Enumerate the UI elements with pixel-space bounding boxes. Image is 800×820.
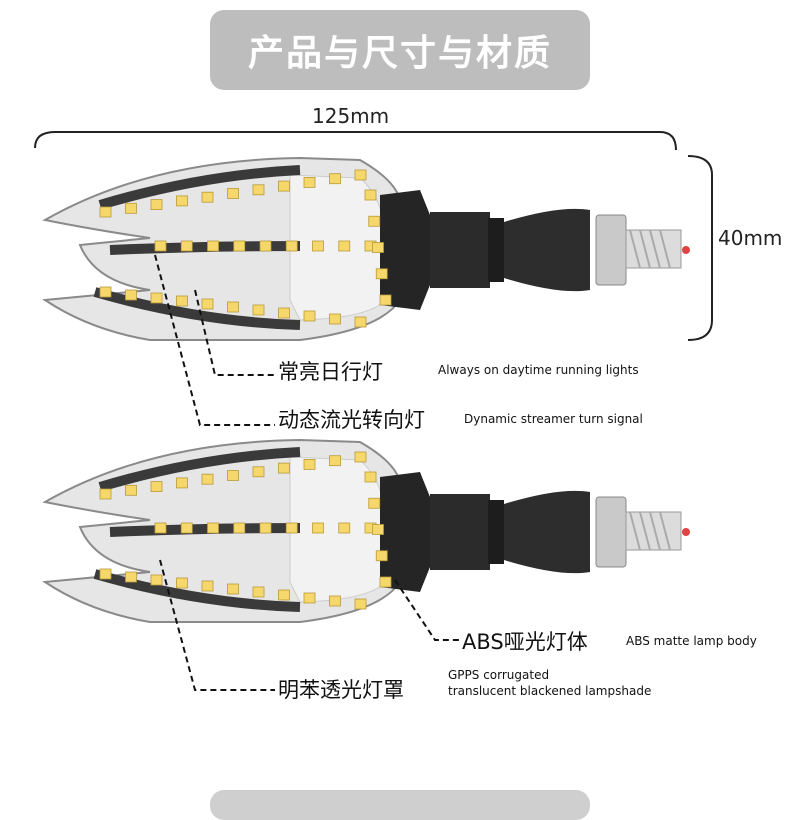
led-dot (176, 195, 188, 207)
callout-drl-en: Always on daytime running lights (438, 363, 639, 377)
led-dot (278, 180, 290, 192)
led-dot (354, 451, 367, 463)
led-dot (233, 240, 246, 252)
led-dot (303, 458, 316, 470)
led-dot (259, 240, 272, 252)
led-dot (375, 550, 388, 562)
led-dot (312, 240, 324, 252)
led-dot (180, 240, 193, 252)
page-title: 产品与尺寸与材质 (247, 33, 552, 74)
callout-shade-en-2: translucent blackened lampshade (448, 684, 652, 698)
led-dot (285, 240, 298, 252)
led-dot (99, 488, 112, 500)
led-dot (278, 589, 290, 601)
dimension-lines (34, 131, 713, 341)
height-dimension: 40mm (718, 226, 783, 250)
led-dot (303, 592, 316, 604)
led-dot (150, 199, 163, 211)
led-dot (125, 202, 137, 214)
led-dot (201, 191, 214, 203)
callout-body-cn: ABS哑光灯体 (462, 630, 588, 654)
led-dot (125, 571, 137, 583)
led-dot (285, 522, 298, 534)
callout-turn-en: Dynamic streamer turn signal (464, 412, 643, 426)
led-dot (176, 295, 188, 307)
led-dot (227, 301, 239, 313)
led-dot (375, 268, 388, 280)
led-dot (368, 497, 381, 509)
led-dot (364, 471, 377, 483)
led-dot (329, 595, 341, 607)
led-dot (372, 242, 384, 253)
led-dot (154, 522, 167, 534)
led-dot (379, 294, 392, 306)
led-dot (252, 466, 265, 478)
led-array (99, 169, 392, 610)
led-dot (329, 455, 341, 467)
led-dot (372, 524, 384, 535)
led-dot (125, 484, 137, 496)
led-dot (252, 184, 265, 196)
callout-turn-cn: 动态流光转向灯 (278, 408, 425, 432)
led-dot (207, 522, 219, 534)
led-dot (354, 316, 367, 328)
led-dot (176, 577, 188, 589)
led-dot (312, 522, 324, 534)
led-dot (364, 189, 377, 201)
next-section-banner (210, 790, 590, 820)
callout-shade-cn: 明苯透光灯罩 (278, 678, 404, 702)
callout-shade-en-1: GPPS corrugated (448, 668, 550, 682)
led-dot (99, 206, 112, 218)
led-dot (207, 240, 219, 252)
led-dot (99, 286, 112, 298)
led-dot (233, 522, 246, 534)
led-dot (99, 568, 112, 580)
led-dot (201, 473, 214, 485)
led-dot (338, 522, 351, 534)
led-dot (227, 470, 239, 481)
callout-body-en: ABS matte lamp body (626, 634, 757, 648)
led-dot (150, 481, 163, 493)
led-dot (259, 522, 272, 534)
title-banner: 产品与尺寸与材质 (210, 10, 590, 90)
led-dot (125, 289, 137, 301)
callout-drl-cn: 常亮日行灯 (278, 360, 383, 384)
length-dimension: 125mm (312, 104, 390, 128)
led-dot (201, 580, 214, 592)
led-dot (176, 477, 188, 489)
led-dot (329, 173, 341, 185)
led-dot (201, 298, 214, 310)
led-dot (338, 240, 351, 252)
led-dot (354, 598, 367, 610)
led-dot (227, 583, 239, 595)
led-dot (379, 576, 392, 588)
led-dot (368, 215, 381, 227)
led-dot (278, 462, 290, 474)
led-dot (150, 292, 163, 304)
led-dot (150, 574, 163, 586)
led-dot (180, 522, 193, 534)
callout-lines (154, 254, 460, 691)
led-dot (252, 304, 265, 316)
led-dot (154, 240, 167, 252)
led-dot (303, 176, 316, 188)
led-dot (303, 310, 316, 322)
led-dot (354, 169, 367, 181)
led-dot (278, 307, 290, 319)
led-dot (329, 313, 341, 325)
led-dot (252, 586, 265, 598)
led-dot (227, 188, 239, 199)
